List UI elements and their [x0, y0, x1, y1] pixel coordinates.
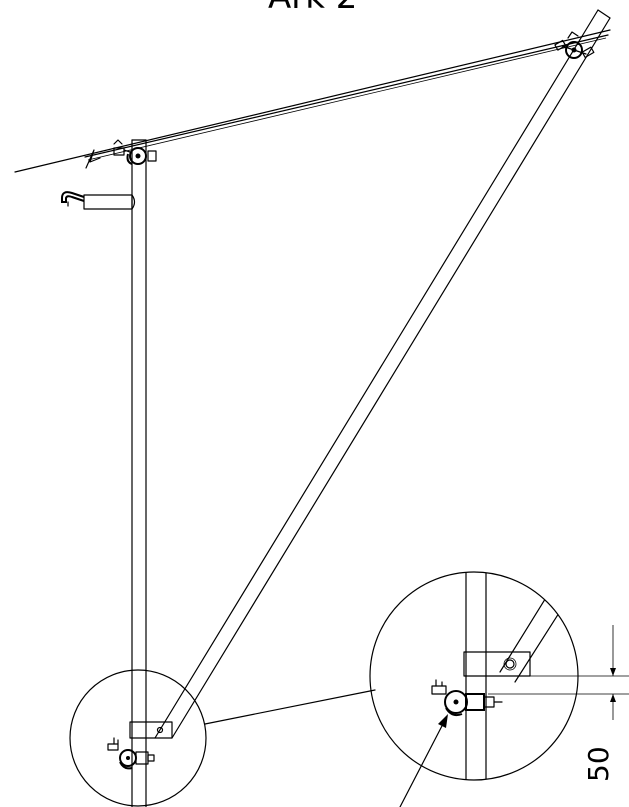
bottom-clamp: [107, 737, 155, 770]
top-clamp: [554, 31, 595, 59]
post-top-clamp: [113, 139, 157, 165]
dimension-lines: [488, 625, 629, 720]
diagonal-brace: [154, 9, 611, 739]
rope-end-marker: [85, 149, 101, 169]
detail-circle-small: [69, 669, 207, 807]
top-rope: [14, 29, 611, 173]
dimension-label: 50: [582, 746, 615, 782]
detail-connector: [204, 689, 376, 725]
side-arm-with-hook: [61, 191, 136, 210]
bottom-bracket: [129, 721, 173, 739]
leader-arrow: [399, 714, 448, 807]
drawing-title: Ark 2: [268, 0, 357, 17]
vertical-post: [131, 139, 147, 807]
detail-circle-large: [369, 571, 579, 781]
